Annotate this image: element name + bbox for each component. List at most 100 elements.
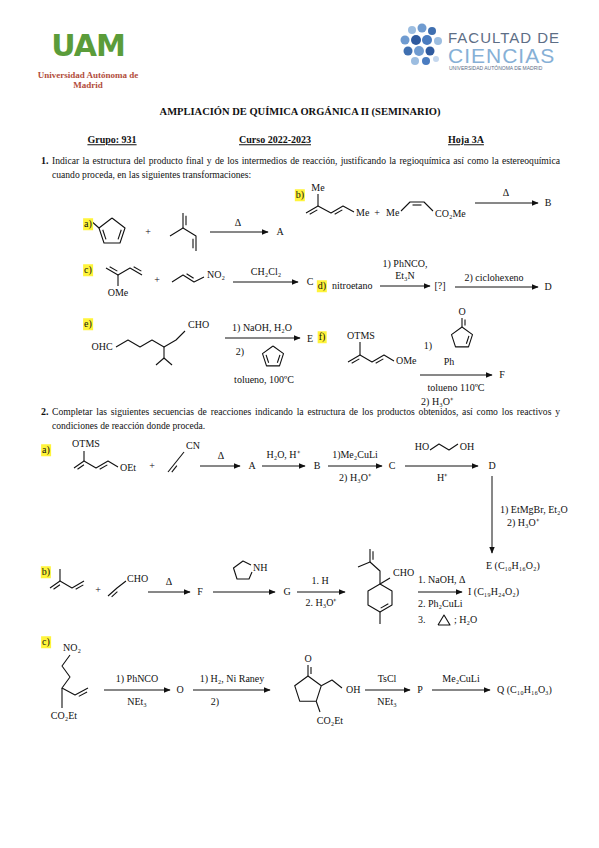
bond-line [263, 346, 284, 366]
chem-label: NEt₃ [127, 696, 147, 708]
bond-line [401, 202, 433, 211]
chem-label: Me [386, 207, 399, 219]
double-bond-line [192, 239, 193, 249]
double-bond-line [266, 355, 269, 363]
chem-label: NH [253, 562, 267, 574]
bond-line [358, 562, 380, 584]
bond-line [83, 451, 84, 461]
chem-label: CO₂Et [51, 710, 77, 722]
faculty-logo-dots [401, 24, 443, 66]
header-field: Curso 2022-2023 [239, 134, 311, 146]
double-bond-line [413, 204, 422, 205]
item-letter: e) [83, 318, 93, 330]
chem-label: D [544, 281, 551, 293]
reaction-arrow [432, 690, 490, 691]
chem-label: O [176, 684, 183, 696]
bond-line [438, 615, 450, 625]
bond-line [164, 358, 172, 365]
bond-line [380, 578, 390, 584]
bond-line [452, 327, 473, 347]
bond-line [62, 655, 88, 695]
bond-line [156, 358, 164, 365]
bond-line [59, 569, 60, 581]
chem-label: NO₂ [207, 269, 225, 281]
item-letter: a) [83, 218, 93, 230]
reaction-arrow [297, 592, 345, 593]
double-bond-line [335, 210, 343, 214]
chem-label: 1. H [311, 575, 328, 587]
chem-label: ; H₂O [454, 614, 477, 626]
item-letter: b) [41, 566, 51, 578]
reaction-arrow [492, 476, 493, 553]
chem-label: CO₂Me [435, 208, 466, 220]
chem-label: A [276, 226, 283, 238]
double-bond-line [376, 359, 384, 363]
reaction-arrow [405, 466, 478, 467]
header-field: Hoja 3A [448, 134, 484, 146]
chem-label: OMe [396, 355, 417, 367]
chem-label: Δ [218, 450, 224, 462]
chem-label: tolueno, 100ºC [234, 374, 294, 386]
chem-label: 1) [424, 340, 432, 352]
chem-label: 2) ciclohexeno [464, 272, 523, 284]
chem-label: Δ [503, 187, 509, 199]
chem-label: 2. Ph₂CuLi [418, 598, 463, 610]
reaction-arrow [225, 338, 300, 339]
question-text: Completar las siguientes secuencias de r… [52, 405, 560, 433]
double-bond-line [134, 267, 142, 271]
chem-label: O [304, 653, 311, 665]
chem-label: Et₃N [395, 270, 415, 282]
chem-label: OTMS [72, 438, 100, 450]
bond-line [316, 701, 320, 712]
bond-line [430, 444, 458, 450]
bond-line [163, 347, 164, 358]
item-letter: a) [41, 444, 51, 456]
double-bond-line [310, 210, 318, 214]
bond-line [172, 275, 204, 282]
chem-label: + [149, 460, 155, 472]
double-bond-line [103, 230, 106, 240]
reaction-arrow [262, 466, 305, 467]
chem-label: OH [460, 441, 474, 453]
reaction-arrow [420, 375, 492, 376]
chem-label: 1) PhNCO [116, 673, 159, 685]
logo-text: UAM [51, 29, 125, 64]
chem-label: I (C₁₉H₂₄O₂) [468, 586, 519, 598]
double-bond-line [310, 667, 311, 674]
chem-label: Δ [166, 576, 172, 588]
double-bond-line [76, 585, 84, 589]
chem-label: + [154, 274, 160, 286]
reaction-arrow [148, 592, 190, 593]
chem-label: TsCl [378, 673, 397, 685]
chem-label: Q (C₁₀H₁₆O₃) [497, 684, 552, 696]
chem-label: Me₂CuLi [442, 673, 479, 685]
double-bond-line [277, 355, 280, 363]
logo-caption: Universidad Autónoma de Madrid [32, 70, 144, 90]
chem-label: 2) [236, 346, 244, 358]
chem-label: B [545, 197, 552, 209]
reaction-arrow [475, 203, 538, 204]
bond-line [170, 228, 196, 251]
chem-label: Me [356, 207, 369, 219]
chem-label: F [499, 369, 505, 381]
chem-label: E [307, 333, 313, 345]
double-bond-line [100, 465, 108, 469]
chem-label: C [389, 460, 396, 472]
bond-line [234, 561, 253, 579]
reaction-arrow [200, 466, 240, 467]
chem-label: B [314, 460, 321, 472]
double-bond-line [118, 230, 121, 240]
chem-label: Ph [444, 356, 455, 368]
chem-label: OMe [108, 287, 129, 299]
bond-line [295, 676, 322, 701]
bond-line [117, 275, 118, 286]
double-bond-line [372, 551, 373, 559]
chem-label: 1. NaOH, Δ [418, 574, 466, 586]
item-letter: b) [295, 189, 305, 201]
double-bond-line [172, 466, 177, 472]
chem-label: CO₂Et [317, 715, 343, 727]
chem-label: 3. [418, 614, 426, 626]
bond-line [116, 331, 185, 347]
chem-label: 1) EtMgBr, Et₂O [500, 504, 568, 516]
